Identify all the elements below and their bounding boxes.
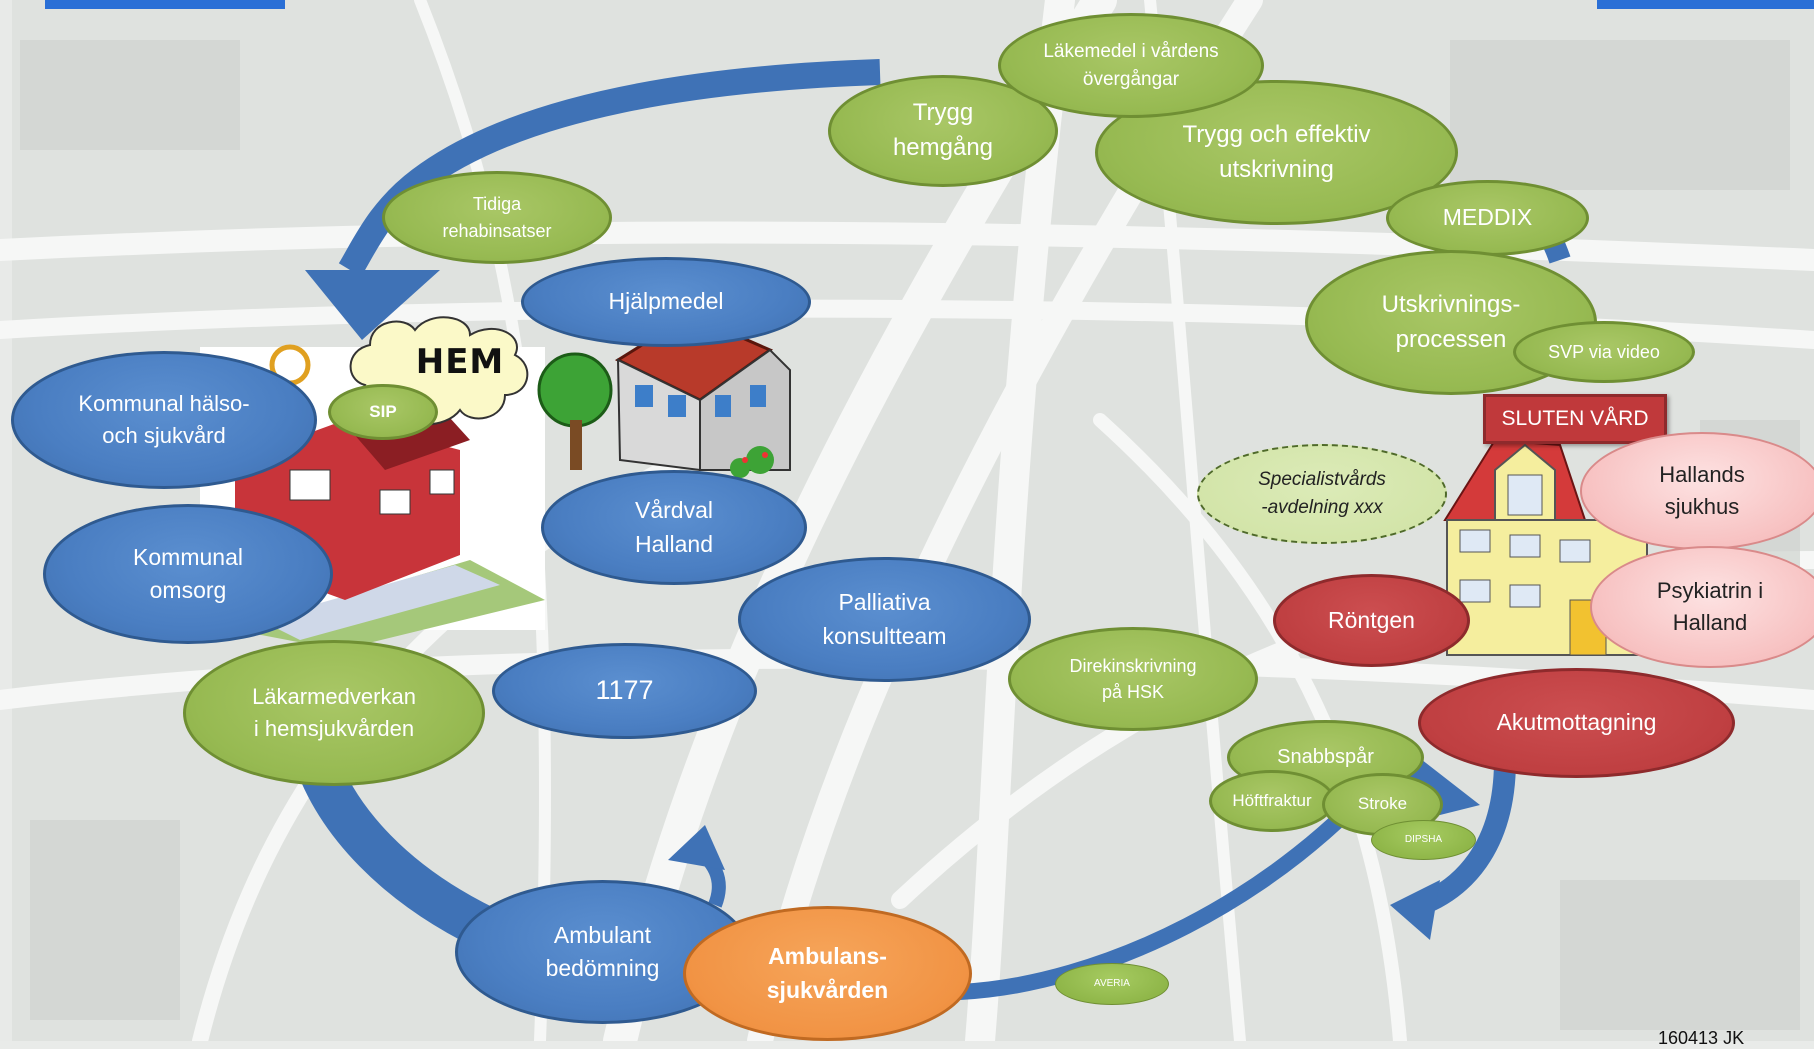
node-tidiga-rehabinsatser: Tidiga rehabinsatser	[382, 171, 612, 264]
node-meddix: MEDDIX	[1386, 180, 1589, 256]
node-svp-via-video: SVP via video	[1513, 321, 1695, 383]
node-kommunal-omsorg: Kommunal omsorg	[43, 504, 333, 644]
node-hjalpmedel: Hjälpmedel	[521, 257, 811, 347]
node-rontgen: Röntgen	[1273, 574, 1470, 667]
node-hallands-sjukhus: Hallands sjukhus	[1580, 432, 1814, 550]
node-trygg-hemgang: Trygg hemgång	[828, 75, 1058, 187]
footer-code: 160413 JK	[1658, 1028, 1745, 1048]
node-kommunal-halso-och-sjukvard: Kommunal hälso- och sjukvård	[11, 351, 317, 489]
node-psykiatrin-i-halland: Psykiatrin i Halland	[1590, 546, 1814, 668]
node-lakemedel-i-vardens-overgangar: Läkemedel i vårdens övergångar	[998, 13, 1264, 118]
node-direkinskrivning-pa-hsk: Direkinskrivning på HSK	[1008, 627, 1258, 731]
node-ambulanssjukvarden: Ambulans- sjukvården	[683, 906, 972, 1041]
node-vardval-halland: Vårdval Halland	[541, 470, 807, 585]
node-sip: SIP	[328, 384, 438, 440]
sluten-vard-label: SLUTEN VÅRD	[1483, 394, 1667, 444]
node-palliativa-konsultteam: Palliativa konsultteam	[738, 557, 1031, 682]
node-specialistvardsavdelning: Specialistvårds -avdelning xxx	[1197, 444, 1447, 544]
hem-label: HEM	[415, 342, 505, 382]
node-lakarmedverkan-i-hemsjukvarden: Läkarmedverkan i hemsjukvården	[183, 640, 485, 786]
tag-averia: AVERIA	[1055, 963, 1169, 1005]
node-1177: 1177	[492, 643, 757, 739]
node-hoftfraktur: Höftfraktur	[1209, 770, 1335, 832]
node-akutmottagning: Akutmottagning	[1418, 668, 1735, 778]
tag-dipsha: DIPSHA	[1371, 820, 1476, 860]
